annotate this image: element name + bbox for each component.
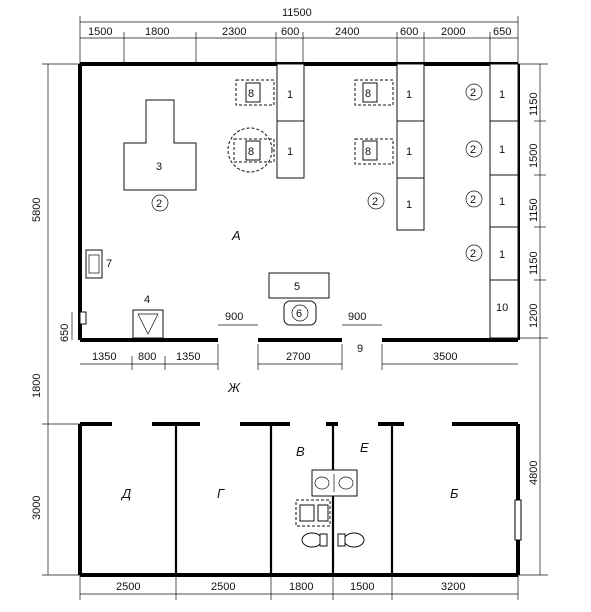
- room-label-d: Д: [120, 486, 131, 501]
- equipment-3-shape: [123, 99, 197, 191]
- room-label-a: А: [231, 228, 241, 243]
- equipment-10: [489, 279, 519, 339]
- marker-2-b: 2: [372, 196, 378, 208]
- equipment-1-f-label: 1: [499, 89, 505, 101]
- equipment-3-label: 3: [156, 161, 162, 173]
- room-label-b: Б: [450, 486, 459, 501]
- equipment-5-label: 5: [294, 281, 300, 293]
- dim-right-lower: 4800: [528, 461, 540, 485]
- equipment-1-d: [396, 120, 425, 179]
- dim-wall-right: 3500: [433, 351, 457, 363]
- equipment-7: [85, 249, 103, 279]
- marker-2-c: 2: [470, 87, 476, 99]
- dim-bottom-4: 1500: [350, 581, 374, 593]
- dim-right-5: 1200: [528, 304, 540, 328]
- marker-2-f: 2: [470, 248, 476, 260]
- equipment-1-d-label: 1: [406, 146, 412, 158]
- equipment-8-a-label: 8: [248, 88, 254, 100]
- equipment-4-label: 4: [144, 294, 150, 306]
- dim-top-2: 1800: [145, 26, 169, 38]
- equipment-1-h-label: 1: [499, 196, 505, 208]
- dim-top-1: 1500: [88, 26, 112, 38]
- equipment-1-h: [489, 174, 519, 228]
- dim-wall-mid: 2700: [286, 351, 310, 363]
- dim-top-7: 2000: [441, 26, 465, 38]
- dim-bottom-5: 3200: [441, 581, 465, 593]
- equipment-8-c-label: 8: [365, 88, 371, 100]
- stool-left: [79, 311, 87, 325]
- dim-door-left: 900: [225, 311, 243, 323]
- equipment-1-i-label: 1: [499, 249, 505, 261]
- dim-bottom-1: 2500: [116, 581, 140, 593]
- marker-2-e: 2: [470, 194, 476, 206]
- equipment-1-a: [276, 63, 305, 122]
- equipment-8-d-label: 8: [365, 146, 371, 158]
- dim-top-5: 2400: [335, 26, 359, 38]
- dim-wall-ll-2: 800: [138, 351, 156, 363]
- equipment-10-label: 10: [496, 302, 508, 314]
- equipment-1-b-label: 1: [287, 146, 293, 158]
- dim-top-8: 650: [493, 26, 511, 38]
- room-label-corridor: Ж: [227, 380, 241, 395]
- equipment-1-g-label: 1: [499, 144, 505, 156]
- equipment-1-a-label: 1: [287, 89, 293, 101]
- dim-top-3: 2300: [222, 26, 246, 38]
- room-label-e: Е: [360, 440, 369, 455]
- bottom-dimensions: 2500 2500 1800 1500 3200: [79, 575, 519, 600]
- dim-right-1: 1150: [528, 92, 540, 116]
- equipment-7-label: 7: [106, 258, 112, 270]
- equipment-9-label: 9: [357, 343, 363, 355]
- dim-bottom-3: 1800: [289, 581, 313, 593]
- dim-corridor: 1800: [31, 374, 43, 398]
- room-label-v: В: [296, 444, 305, 459]
- lower-wall-dimensions: 1350 800 1350 900 900 2700 3500: [80, 311, 518, 370]
- equipment-8-group: 8 8 8 8: [227, 79, 394, 173]
- equipment-8-b-label: 8: [248, 146, 254, 158]
- equipment-6: [283, 300, 317, 326]
- top-dimensions: 11500 1500 1800 2300 600 2400 600 2000 6…: [79, 7, 519, 64]
- equipment-1-c-label: 1: [406, 89, 412, 101]
- equipment-1-b: [276, 120, 305, 179]
- dim-lower-height: 3000: [31, 496, 43, 520]
- equipment-1-g: [489, 120, 519, 176]
- dim-right-3: 1150: [528, 198, 540, 222]
- dim-wall-ll-1: 1350: [92, 351, 116, 363]
- right-dimensions: 1150 1500 1150 1150 1200 4800: [518, 63, 548, 576]
- equipment-1-f: [489, 63, 519, 122]
- marker-2-a: 2: [156, 198, 162, 210]
- dim-top-4: 600: [281, 26, 299, 38]
- dim-right-4: 1150: [528, 251, 540, 275]
- equipment-5: [268, 272, 330, 299]
- equipment-1-i: [489, 226, 519, 281]
- equipment-1-e: [396, 177, 425, 231]
- dim-door-right: 900: [348, 311, 366, 323]
- dim-right-2: 1500: [528, 144, 540, 168]
- marker-2-d: 2: [470, 144, 476, 156]
- dim-wall-ll-3: 1350: [176, 351, 200, 363]
- dim-bottom-2: 2500: [211, 581, 235, 593]
- sanitary-fixtures: [295, 469, 365, 550]
- dim-left-small: 650: [59, 324, 71, 342]
- dim-total-width: 11500: [282, 7, 312, 19]
- room-label-g: Г: [217, 486, 225, 501]
- marker-2-group: 2 2 2 2 2 2: [151, 83, 483, 262]
- dim-top-6: 600: [400, 26, 418, 38]
- equipment-1-e-label: 1: [406, 199, 412, 211]
- left-dimensions: 5800 650 1800 3000: [31, 63, 80, 576]
- equipment-6-label: 6: [296, 308, 302, 320]
- dim-left-height: 5800: [31, 198, 43, 222]
